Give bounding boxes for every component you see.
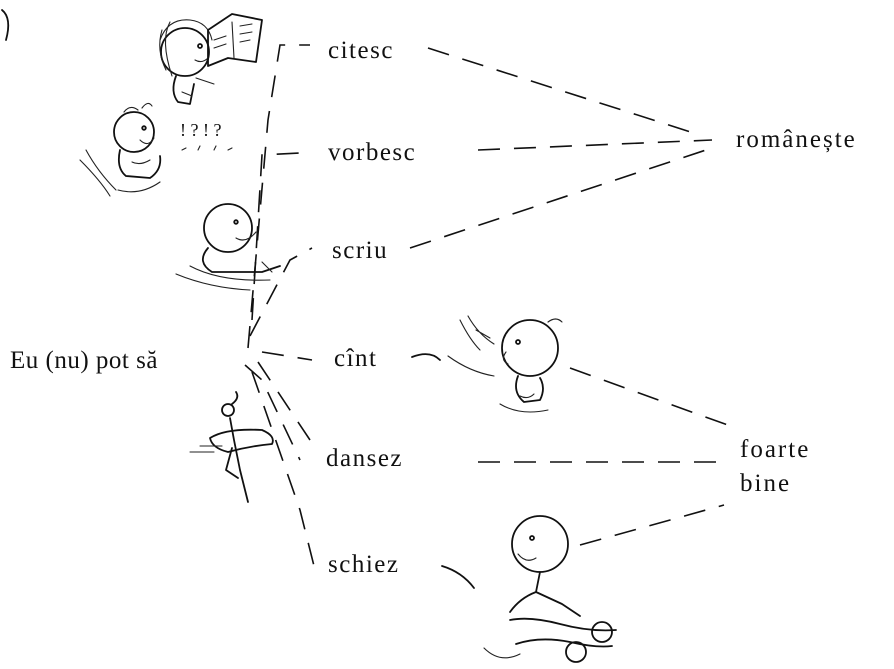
connector-schiez-skier [441, 565, 475, 589]
verb-vorbesc: vorbesc [328, 139, 417, 166]
verb-schiez: schiez [328, 551, 400, 578]
connector-subject-dansez [257, 361, 311, 441]
subject-label: Eu (nu) pot să [10, 347, 158, 374]
speech-marks: ! ? ! ? [180, 120, 221, 140]
connector-subject-vorbesc [251, 152, 301, 321]
verb-cint: cînt [334, 345, 378, 372]
connector-citesc-romaneste [427, 47, 701, 136]
talking-child-drawing [79, 102, 162, 197]
connector-singer-foarte [569, 367, 737, 429]
singing-child-drawing [447, 315, 563, 413]
connector-subject-schiez [251, 371, 316, 571]
verb-citesc: citesc [328, 37, 394, 64]
connector-subject-dansez-2 [244, 364, 301, 461]
adverb-bine: bine [740, 470, 792, 497]
connector-subject-citesc [247, 44, 310, 349]
writing-child-drawing [175, 203, 281, 291]
connector-vorbesc-romaneste [477, 139, 713, 151]
dancing-ballerina-drawing [189, 391, 274, 503]
connector-subject-scriu [249, 247, 313, 337]
reading-child-drawing [159, 13, 263, 105]
adverb-romaneste: românește [736, 126, 857, 153]
connector-cint-singer [411, 353, 441, 361]
connector-scriu-romaneste [409, 147, 713, 249]
verb-scriu: scriu [332, 237, 389, 264]
verb-dansez: dansez [326, 445, 404, 472]
page-edge-mark [1, 9, 10, 41]
adverb-foarte: foarte [740, 436, 811, 463]
skiing-child-drawing [483, 515, 617, 663]
connector-subject-cint [261, 351, 313, 361]
connector-skier-bine [579, 504, 725, 546]
